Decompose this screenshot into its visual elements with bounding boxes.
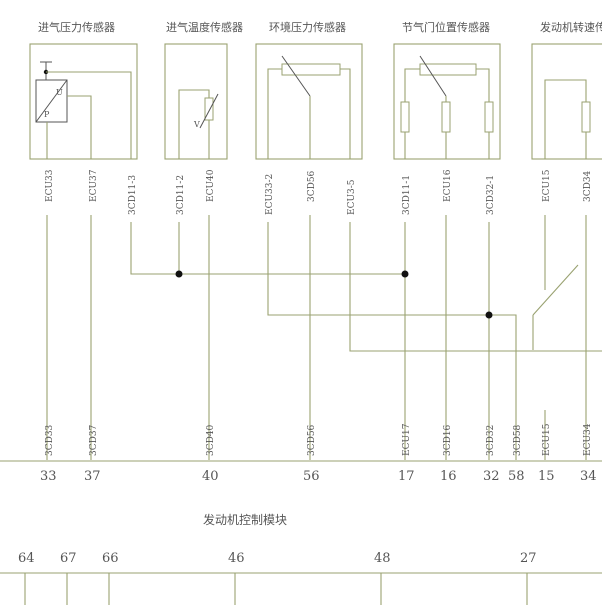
wire-label-ecu37: ECU37 [89,169,99,202]
symbol-p-label: P [44,110,50,119]
pressure-transducer-symbol: U P [35,61,68,123]
ecu-top-pins: 33 37 40 56 17 16 32 58 15 34 [40,469,597,484]
wire-label-3cd32-1: 3CD32-1 [486,175,496,215]
wire-label-3cd11-3: 3CD11-3 [128,175,138,215]
bus-label-3cd56: 3CD56 [307,424,317,456]
ecu-pin: 16 [440,469,457,484]
sensor-box-ambient-pressure [255,43,363,160]
ecu-pin: 15 [538,469,555,484]
sensor-box-intake-pressure [29,43,138,160]
ecu-pin: 17 [398,469,415,484]
bus-label-3cd37: 3CD37 [89,424,99,456]
sensor-title-ambient-pressure: 环境压力传感器 [269,20,346,34]
ecu-pin: 40 [202,469,219,484]
thermistor-symbol: V [178,89,219,159]
wire-label-3cd56: 3CD56 [307,170,317,202]
bus-label-3cd58: 3CD58 [513,424,523,456]
bus-label-ecu34: ECU34 [583,423,593,456]
junction-dot-1 [175,270,183,278]
wire-label-ecu40: ECU40 [206,169,216,202]
wire-label-3cd34: 3CD34 [583,170,593,202]
sensor-title-intake-temp: 进气温度传感器 [166,20,243,34]
sensor-title-intake-pressure: 进气压力传感器 [38,20,115,34]
sensor-box-throttle-position [393,43,501,160]
wire-label-3cd11-2: 3CD11-2 [176,175,186,215]
bus-label-ecu17: ECU17 [402,423,412,456]
ecu-bottom-wires [24,573,528,605]
sensor-title-throttle-position: 节气门位置传感器 [402,20,490,34]
ecu-pin: 58 [508,469,525,484]
ecu-pin: 33 [40,469,57,484]
wire-label-ecu3-5: ECU3-5 [347,179,357,215]
sensor-title-engine-speed: 发动机转速传感 [540,20,602,34]
speed-sensor-symbol [544,79,591,159]
junction-dot-2 [401,270,409,278]
bus-label-ecu15: ECU15 [542,423,552,456]
wire-label-ecu33-2: ECU33-2 [265,174,275,215]
symbol-u-label: U [56,88,63,97]
junction-dot-3 [485,311,493,319]
ecu-pin: 34 [580,469,597,484]
wire-label-3cd11-1: 3CD11-1 [402,175,412,215]
wire-label-ecu16: ECU16 [443,169,453,202]
ecu-pin: 48 [374,551,391,566]
bus-label-3cd33: 3CD33 [45,424,55,456]
ecu-pin: 56 [303,469,320,484]
ecu-pin: 66 [102,551,119,566]
throttle-potentiometer-symbol [400,55,494,159]
ecu-pin: 67 [60,551,77,566]
ecu-pin: 64 [18,551,35,566]
ecu-pin: 37 [84,469,101,484]
bus-label-3cd16: 3CD16 [443,424,453,456]
wire-label-ecu33: ECU33 [45,169,55,202]
ecu-pin: 46 [228,551,245,566]
ecu-pin: 27 [520,551,537,566]
sensor-box-intake-temp [164,43,228,160]
ecu-bottom-pins: 64 67 66 46 48 27 [18,551,537,566]
ecu-module-label: 发动机控制模块 [203,512,287,527]
sensor-box-engine-speed [531,43,602,160]
ambient-potentiometer-symbol [267,55,351,159]
ecu-pin: 32 [483,469,500,484]
symbol-v-label: V [193,120,200,129]
bus-label-3cd32: 3CD32 [486,425,496,456]
wire-label-ecu15: ECU15 [542,169,552,202]
bus-label-3cd40: 3CD40 [206,424,216,456]
harness-wiring [46,215,602,460]
